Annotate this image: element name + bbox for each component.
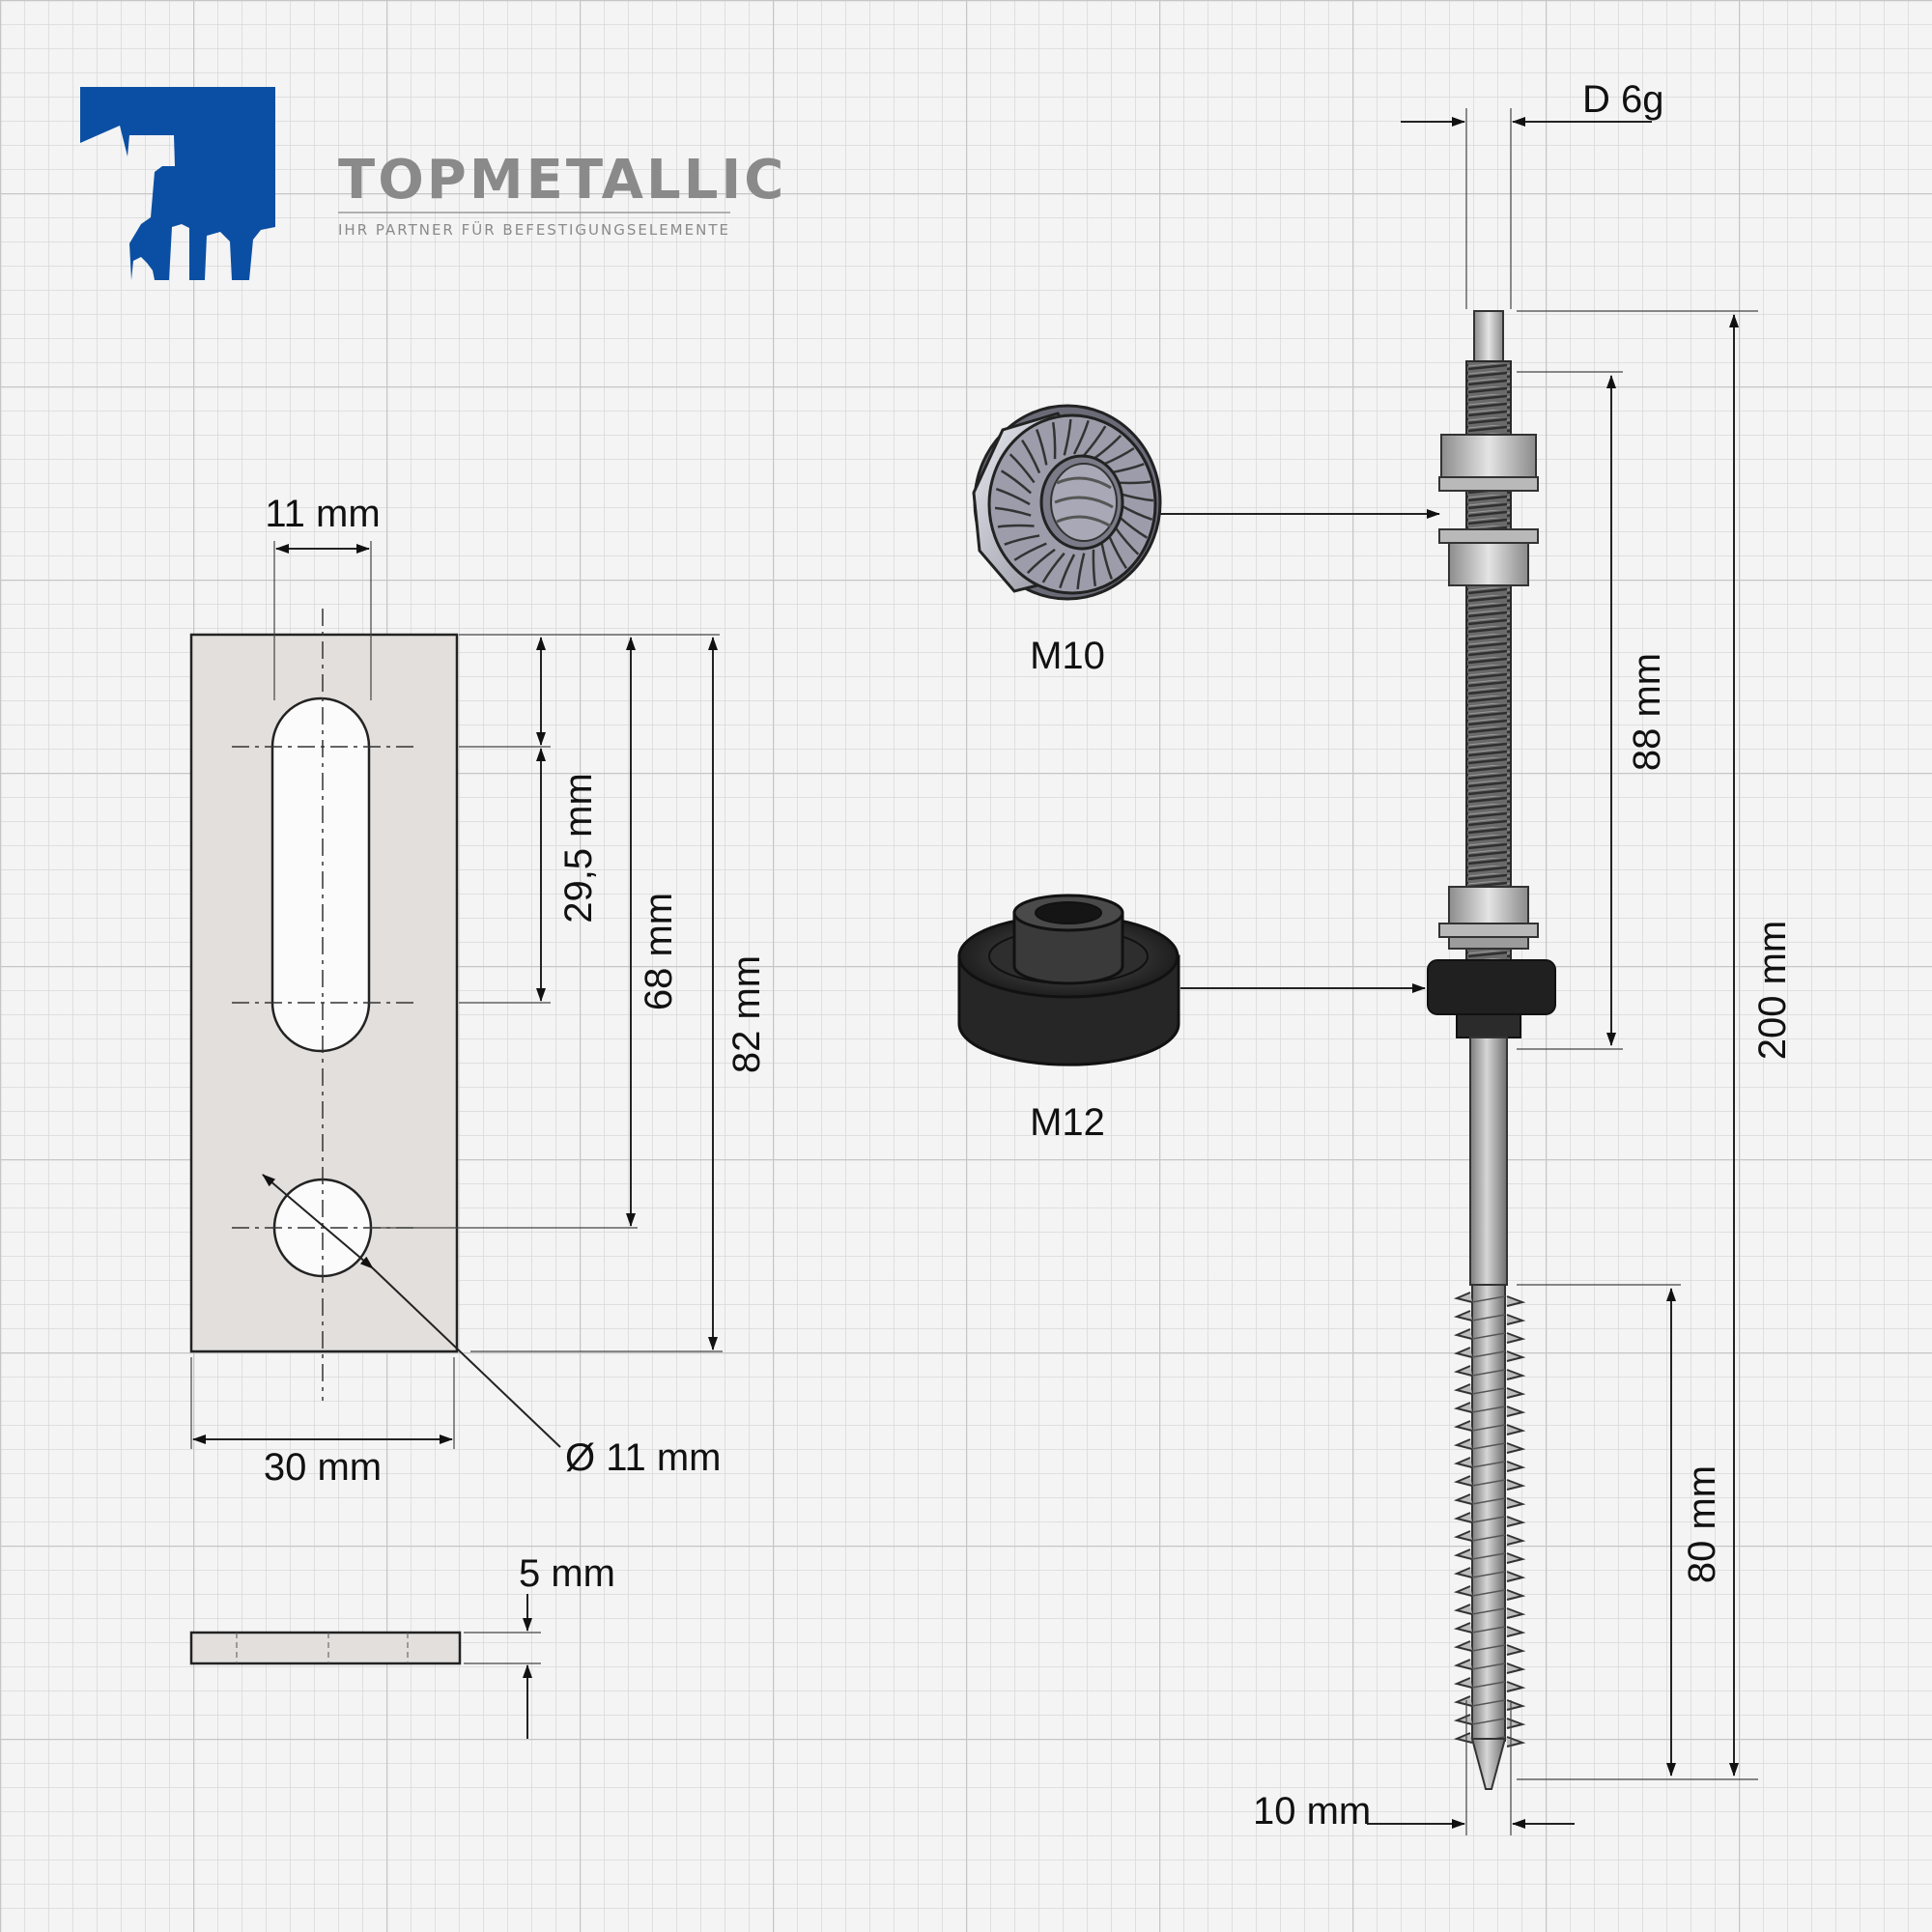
dim-total-length: 200 mm xyxy=(1751,921,1794,1061)
hanger-bolt-drawing: D 6g 200 mm 88 mm 80 mm 10 mm xyxy=(1253,78,1794,1835)
dim-plate-width: 30 mm xyxy=(264,1446,382,1489)
bolt-wood-thread xyxy=(1453,1284,1526,1747)
flange-serration-icon xyxy=(994,418,1154,590)
brand-name: TOPMETALLIC xyxy=(338,149,786,212)
dim-thread-length: 88 mm xyxy=(1626,653,1668,771)
dim-hole-diameter: Ø 11 mm xyxy=(565,1436,722,1479)
bolt-seal xyxy=(1427,959,1556,1015)
seal-label: M12 xyxy=(1030,1101,1105,1144)
flange-nut-m10: M10 xyxy=(972,404,1162,677)
dim-slot-length: 29,5 mm xyxy=(557,773,600,923)
dim-thread-tolerance: D 6g xyxy=(1582,78,1664,121)
brand-logo: TOPMETALLIC IHR PARTNER FÜR BEFESTIGUNGS… xyxy=(80,87,786,280)
flange-nut-label: M10 xyxy=(1030,635,1105,677)
logo-mark-icon xyxy=(80,87,275,280)
bolt-shaft xyxy=(1469,1037,1508,1286)
dim-plate-length: 82 mm xyxy=(725,955,768,1073)
brand-tagline: IHR PARTNER FÜR BEFESTIGUNGSELEMENTE xyxy=(338,220,730,239)
dim-hole-distance: 68 mm xyxy=(638,893,680,1010)
dim-wood-thread-length: 80 mm xyxy=(1681,1465,1723,1583)
dim-bolt-diameter: 10 mm xyxy=(1253,1790,1371,1833)
plate-slot xyxy=(270,696,371,1053)
dim-slot-width: 11 mm xyxy=(265,493,380,535)
mounting-plate-drawing: 11 mm 29,5 mm 68 mm 82 mm 30 mm Ø 11 mm xyxy=(189,493,768,1739)
plate-side-view xyxy=(189,1631,462,1665)
bolt-drive-tip xyxy=(1473,310,1504,362)
dim-plate-thickness: 5 mm xyxy=(519,1552,615,1595)
seal-m12: M12 xyxy=(957,894,1180,1144)
bolt-point xyxy=(1470,1738,1507,1790)
